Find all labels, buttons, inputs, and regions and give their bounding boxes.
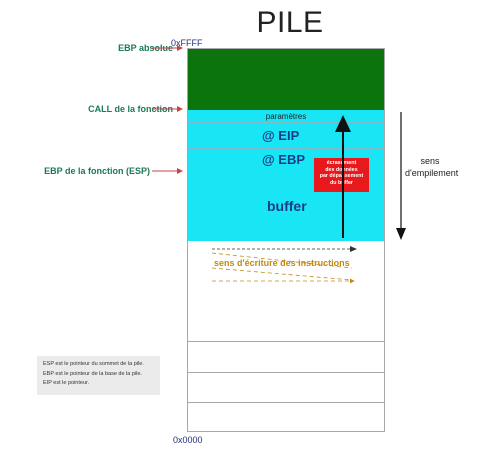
diagram-title: PILE (256, 6, 324, 39)
write-arrow-diagonal-1 (211, 252, 353, 269)
address-top: 0xFFFF (171, 38, 203, 48)
legend-box: ESP est le pointeur du sommet de la pile… (37, 356, 160, 395)
overflow-note-line: par dépassement (319, 173, 364, 179)
legend-line: EBP est le pointeur de la base de la pil… (43, 370, 142, 377)
legend-line: ESP est le pointeur du sommet de la pile… (43, 361, 144, 367)
divider-lower-2 (188, 372, 384, 373)
stack-direction-line: sens (420, 156, 440, 166)
segment-eip: @ EIP (262, 128, 300, 143)
overflow-note-box: écrasement des données par dépassement d… (314, 158, 369, 192)
write-arrow-diagonal-2 (211, 267, 353, 281)
write-arrow-top-head (350, 246, 357, 252)
segment-parametres: paramètres (265, 112, 307, 121)
divider-ebp (188, 171, 384, 172)
divider-parametres (188, 122, 384, 123)
label-ebp-fonction: EBP de la fonction (ESP) (44, 166, 150, 176)
overflow-note-line: du buffer (330, 179, 353, 186)
overflow-note-line: des données (325, 166, 358, 173)
legend-line: EIP est le pointeur. (43, 380, 90, 386)
stack-top-region (188, 49, 384, 110)
divider-eip (188, 148, 384, 149)
address-bottom: 0x0000 (173, 435, 203, 445)
overflow-note-line: écrasement (326, 160, 357, 166)
label-call-fonction: CALL de la fonction (88, 104, 173, 114)
segment-buffer: buffer (267, 198, 307, 214)
label-ebp-absolue: EBP absolue (118, 43, 173, 53)
divider-lower-3 (188, 402, 384, 403)
stack-direction-label: sens d'empilement (405, 155, 459, 179)
write-direction-label: sens d'écriture des instructions (214, 258, 350, 268)
overflow-arrow-head (335, 115, 351, 132)
stack-direction-arrow-head (396, 228, 406, 240)
divider-lower-1 (188, 341, 384, 342)
segment-ebp: @ EBP (262, 152, 306, 167)
stack-direction-line: d'empilement (405, 168, 459, 178)
